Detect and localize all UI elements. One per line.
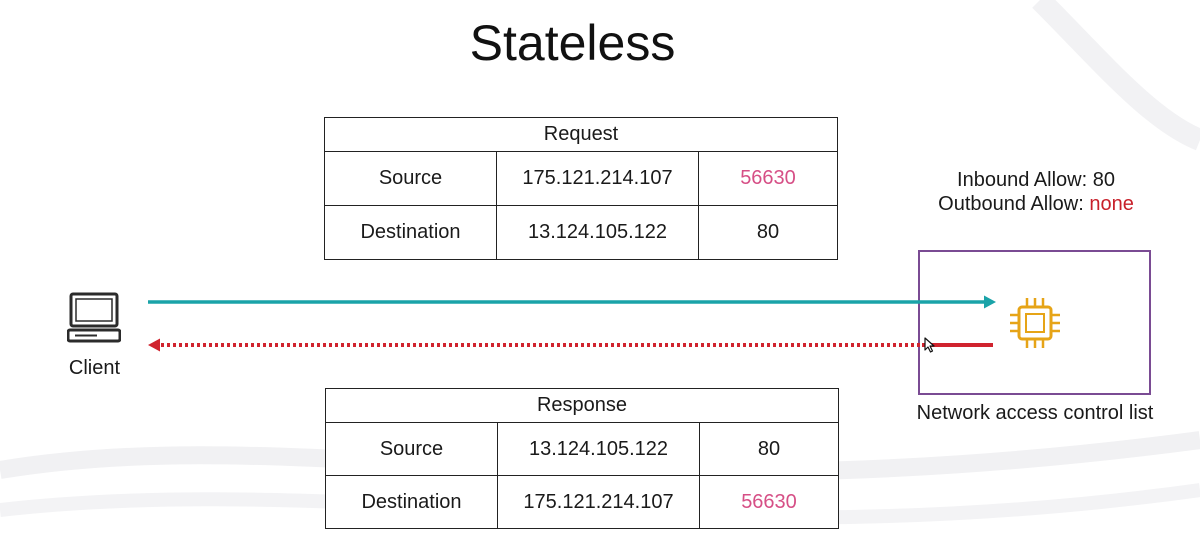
outbound-rule-label: Outbound Allow: <box>938 193 1090 215</box>
response-destination-label: Destination <box>325 475 498 529</box>
table-row: Destination 175.121.214.107 56630 <box>325 475 839 529</box>
request-table-header: Request <box>324 117 838 152</box>
table-row: Source 13.124.105.122 80 <box>325 422 839 476</box>
response-destination-ip: 175.121.214.107 <box>497 475 700 529</box>
request-destination-ip: 13.124.105.122 <box>496 205 699 260</box>
response-source-port: 80 <box>699 422 839 476</box>
response-source-label: Source <box>325 422 498 476</box>
client-label: Client <box>68 357 121 379</box>
request-source-label: Source <box>324 151 497 206</box>
laptop-icon <box>66 290 122 351</box>
mouse-cursor-icon <box>924 337 936 358</box>
table-row: Destination 13.124.105.122 80 <box>324 205 838 260</box>
request-source-port: 56630 <box>698 151 838 206</box>
table-row: Source 175.121.214.107 56630 <box>324 151 838 206</box>
inbound-rule-value: 80 <box>1092 169 1115 191</box>
inbound-rule-label: Inbound Allow: <box>957 169 1093 191</box>
nacl-rules: Inbound Allow: 80 Outbound Allow: none <box>900 168 1172 216</box>
request-table: Request Source 175.121.214.107 56630 Des… <box>324 117 838 260</box>
nacl-boundary <box>918 250 1151 395</box>
page-title: Stateless <box>469 15 676 71</box>
chip-icon <box>1008 296 1062 355</box>
response-table-header: Response <box>325 388 839 423</box>
request-arrow <box>148 295 996 309</box>
response-table: Response Source 13.124.105.122 80 Destin… <box>325 388 839 529</box>
outbound-rule: Outbound Allow: none <box>900 192 1172 216</box>
nacl-label: Network access control list <box>916 402 1154 424</box>
response-destination-port: 56630 <box>699 475 839 529</box>
request-destination-label: Destination <box>324 205 497 260</box>
request-destination-port: 80 <box>698 205 838 260</box>
response-arrow <box>148 338 993 352</box>
response-source-ip: 13.124.105.122 <box>497 422 700 476</box>
outbound-rule-value: none <box>1089 193 1134 215</box>
inbound-rule: Inbound Allow: 80 <box>900 168 1172 192</box>
